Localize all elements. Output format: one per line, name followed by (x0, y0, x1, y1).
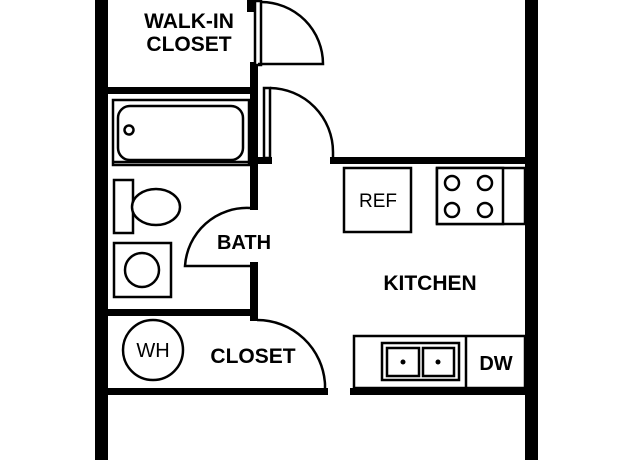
doors (183, 0, 335, 392)
tub-drain-icon (123, 124, 135, 136)
toilet (112, 178, 182, 235)
kitchen-label: KITCHEN (383, 272, 476, 295)
burner-icon (443, 174, 461, 192)
bath-label: BATH (217, 232, 271, 254)
left-outer-wall (95, 0, 108, 460)
walk-in-closet-door-swing (258, 0, 325, 66)
bathtub (111, 98, 251, 167)
closet-door-swing (256, 318, 327, 392)
walk-in-closet-right-wall (250, 62, 258, 94)
dishwasher-label: DW (479, 353, 512, 375)
hall-top-wall-segment (258, 157, 272, 164)
walls (95, 0, 538, 460)
hall-door-swing (269, 86, 335, 160)
bath-door-swing (183, 206, 251, 268)
closet-bottom-wall (108, 388, 328, 395)
burner-icon (476, 174, 494, 192)
bath-sink (112, 241, 173, 299)
walk-in-closet-label-line2: CLOSET (146, 33, 231, 56)
burner-icon (443, 201, 461, 219)
top-closet-wall-stub (247, 0, 255, 12)
bath-right-wall-upper (250, 94, 258, 210)
sink-drain-icon (400, 359, 406, 365)
kitchen-counter (352, 334, 527, 390)
bath-bottom-wall (108, 309, 258, 316)
right-outer-wall (525, 0, 538, 460)
hall-door-leaf (262, 86, 272, 160)
stove (435, 166, 527, 226)
walk-in-closet-bottom-wall (108, 87, 255, 94)
kitchen-counter-bottom-wall (350, 388, 525, 395)
kitchen-top-wall (330, 157, 525, 164)
water-heater-label: WH (136, 340, 169, 362)
walk-in-closet-label-line1: WALK-IN (144, 10, 234, 33)
closet-label: CLOSET (210, 345, 295, 368)
closet-right-wall (250, 309, 258, 321)
water-heater (121, 318, 185, 382)
burner-icon (476, 201, 494, 219)
bath-right-wall-lower (250, 262, 258, 314)
refrigerator (342, 166, 413, 234)
refrigerator-label: REF (359, 191, 397, 212)
walk-in-closet-door-leaf (253, 0, 263, 67)
sink-drain-icon (435, 359, 441, 365)
